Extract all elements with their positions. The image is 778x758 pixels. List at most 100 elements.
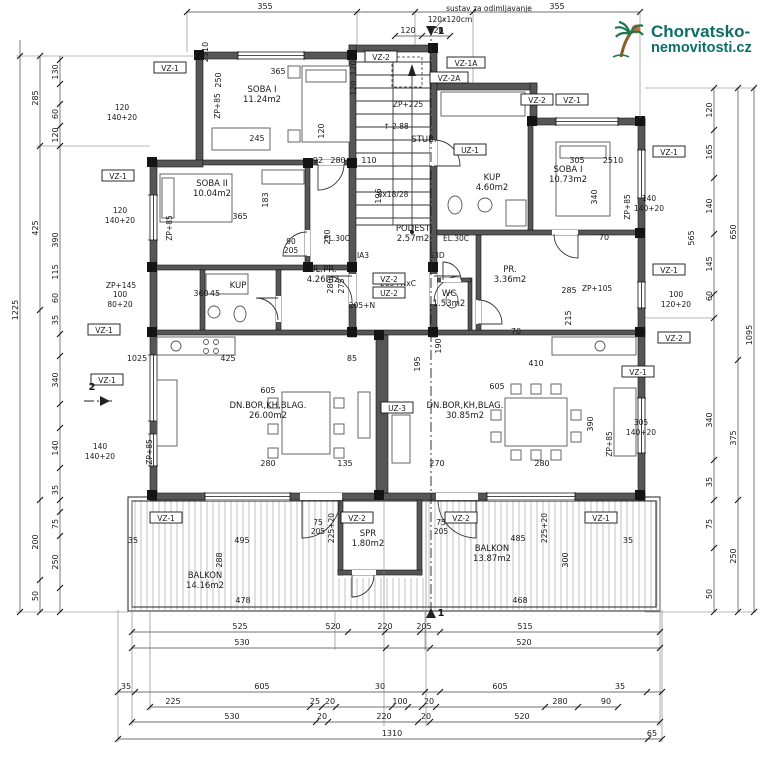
reference-marker: UZ-1 (453, 143, 487, 156)
annotation-label: ZP+105 (582, 284, 612, 293)
room-name: KUP (484, 173, 501, 183)
dimension-label: 520 (514, 712, 529, 721)
dimension-label: 210 (323, 229, 332, 244)
dimension-label: 425 (220, 354, 235, 363)
dimension-label: 120 (51, 127, 60, 142)
annotation-label: 140 (93, 442, 108, 451)
dimension-label: 70 (511, 327, 521, 336)
dimension-label: 365 (232, 212, 247, 221)
dimension-label: 35 (121, 682, 131, 691)
reference-marker: VZ-1 (87, 323, 121, 336)
reference-marker: VZ-1A (446, 56, 486, 69)
dimension-label: 120 (317, 123, 326, 138)
dimension-lines-group (16, 8, 758, 743)
dimension-label: 375 (729, 430, 738, 445)
dimension-label: 280 (326, 278, 335, 293)
reference-marker-box (90, 373, 124, 386)
dimension-label: 35 (623, 536, 633, 545)
dimension-label: 135 (337, 459, 352, 468)
reference-marker: VZ-2 (444, 511, 478, 524)
annotation-label: S3D (429, 251, 445, 260)
dimension-label: 390 (586, 416, 595, 431)
reference-marker-box (621, 365, 655, 378)
dimension-label: 425 (31, 220, 40, 235)
annotation-label: EL.30C (324, 234, 350, 243)
reference-marker-box (584, 511, 618, 524)
reference-marker-box (101, 169, 135, 182)
dimension-label: 2510 (603, 156, 623, 165)
dimension-label: 355 (257, 2, 272, 11)
dimension-label: 120 (705, 102, 714, 117)
reference-marker-box (372, 272, 406, 285)
annotation-label: 305 (634, 418, 649, 427)
reference-marker-box (149, 511, 183, 524)
dimension-label: 35 (128, 536, 138, 545)
dimension-label: 390 (51, 232, 60, 247)
furniture-group (156, 65, 637, 464)
reference-marker-box (555, 93, 589, 106)
reference-marker: VZ-1 (101, 169, 135, 182)
section-label: 2 (89, 382, 96, 393)
annotation-label: 205 (311, 527, 326, 536)
reference-marker-box (372, 286, 406, 299)
room-name: SPR (360, 529, 377, 539)
reference-marker-box (380, 401, 414, 414)
annotation-label: ZP+145 (106, 281, 136, 290)
dimension-label: 165 (705, 144, 714, 159)
dimension-label: 280 (260, 459, 275, 468)
room-name: SOBA I (248, 85, 277, 95)
dimension-label: 250 (729, 548, 738, 563)
reference-marker-label: VZ-2 (372, 53, 390, 62)
stairs-group (356, 55, 430, 234)
dimension-label: 85 (347, 354, 357, 363)
dimension-label: 285 (31, 90, 40, 105)
room-name: PR. (503, 265, 516, 275)
dimension-label: 20 (424, 697, 434, 706)
dimension-label: 605 (254, 682, 269, 691)
smoke-vent-shaft (391, 56, 423, 88)
dimension-label: 100 (392, 697, 407, 706)
room-name: WC (442, 289, 456, 299)
room-name: SOBA I (554, 165, 583, 175)
room-area: 10.04m2 (193, 189, 231, 199)
reference-marker: VZ-2 (657, 331, 691, 344)
reference-marker-label: VZ-2 (348, 514, 366, 523)
dimension-label: 495 (234, 536, 249, 545)
reference-marker: VZ-1 (90, 373, 124, 386)
reference-marker: VZ-1 (652, 263, 686, 276)
dimension-label: 520 (325, 622, 340, 631)
room-area: 2.57m2 (397, 234, 430, 244)
annotation-label: 140+20 (107, 113, 137, 122)
dimension-label: 565 (687, 230, 696, 245)
reference-marker-label: VZ-2 (528, 96, 546, 105)
dimension-label: 1095 (745, 325, 754, 345)
dimension-label: 605 (489, 382, 504, 391)
annotation-label: 100 (113, 290, 128, 299)
room-area: 26.00m2 (249, 411, 287, 421)
reference-marker-box (652, 263, 686, 276)
dimension-label: 195 (413, 356, 422, 371)
reference-marker: VZ-1 (149, 511, 183, 524)
dimension-label: 145 (705, 256, 714, 271)
reference-marker-label: VZ-1 (98, 376, 116, 385)
dimension-label: 288 (215, 552, 224, 567)
dimension-label: 605 (492, 682, 507, 691)
dimension-label: 280 (534, 459, 549, 468)
balcony-group (127, 496, 661, 612)
reference-marker: VZ-1 (555, 93, 589, 106)
annotation-label: 75 (313, 518, 323, 527)
logo-line1: Chorvatsko- (651, 22, 751, 42)
reference-marker-label: VZ-1A (455, 59, 479, 68)
reference-marker: VZ-2 (372, 272, 406, 285)
reference-marker-box (153, 61, 187, 74)
reference-marker-box (444, 511, 478, 524)
annotation-label: sustav za odimljavanje (446, 4, 532, 13)
piers-group (147, 43, 645, 500)
annotation-label: 120 (113, 206, 128, 215)
annotation-label: ZP+225 (393, 100, 423, 109)
reference-marker-label: VZ-2 (665, 334, 683, 343)
dimension-label: 530 (234, 638, 249, 647)
reference-marker-label: VZ-2 (452, 514, 470, 523)
